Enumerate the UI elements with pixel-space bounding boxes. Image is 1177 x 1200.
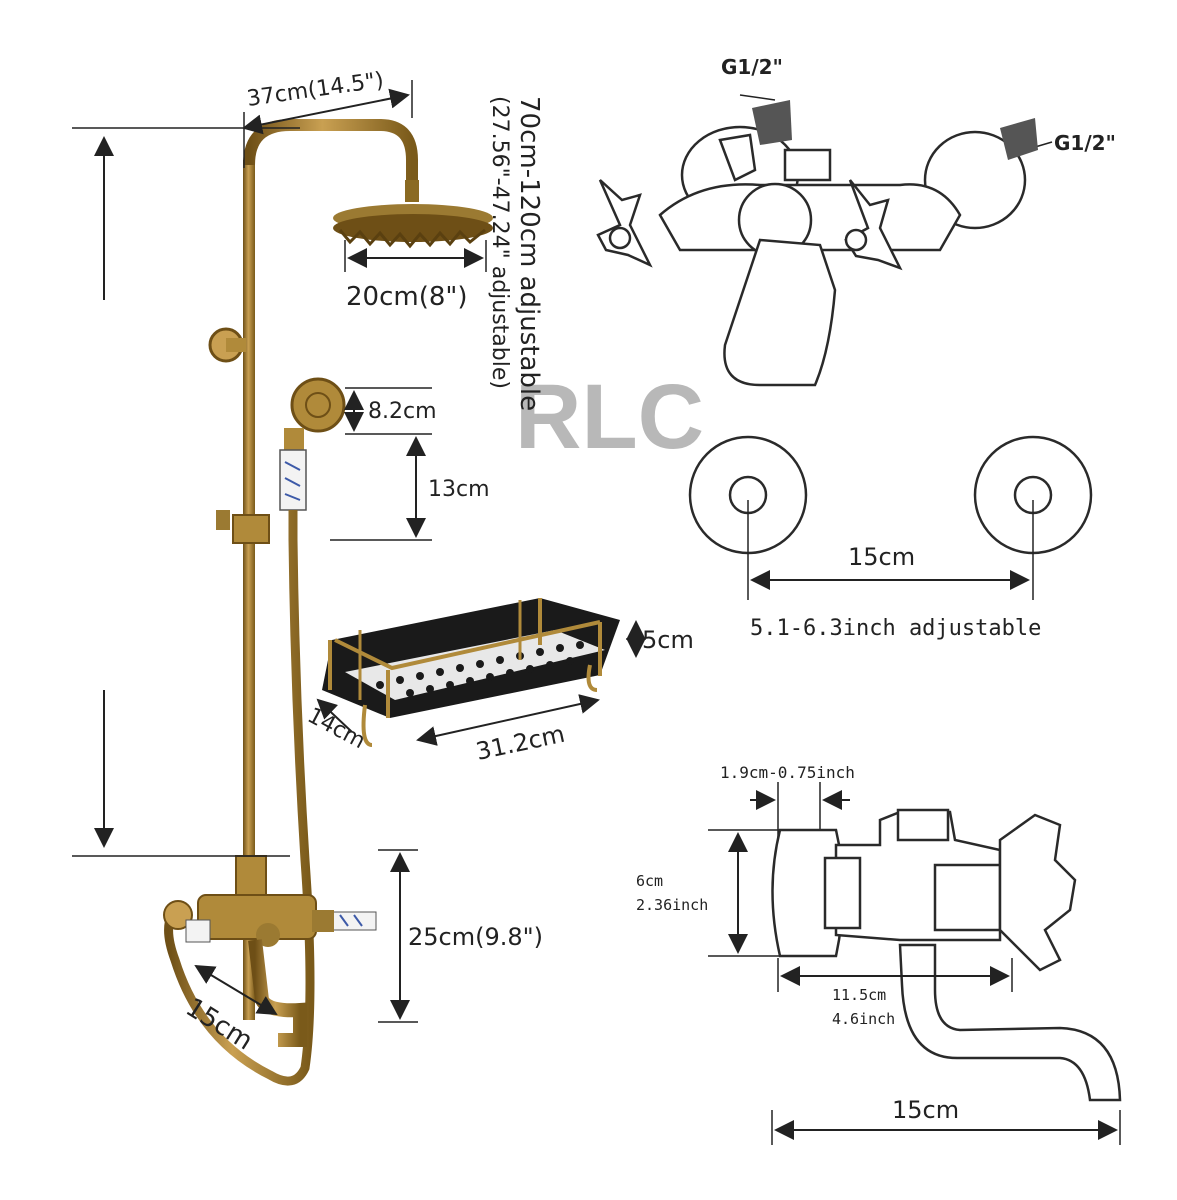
handshower-height-label: 13cm [428, 477, 490, 502]
dim-head-diameter: 20cm(8") [344, 240, 487, 312]
mixer-side-view: 1.9cm-0.75inch 6cm 2.36inch 11.5cm 4.6in… [636, 763, 1122, 1145]
arm-width-label: 37cm(14.5") [245, 68, 385, 112]
height-range-label: 70cm-120cm adjustable [514, 96, 544, 411]
dim-mixer-drop: 25cm(9.8") [378, 849, 543, 1023]
inlet-left-label: G1/2" [721, 55, 783, 79]
basket-length-label: 31.2cm [473, 720, 567, 766]
basket-height-label: 5cm [642, 626, 694, 654]
side-height-in-label: 2.36inch [636, 896, 708, 914]
mixer-sketch-top: G1/2" G1/2" [596, 55, 1116, 387]
handshower-diameter-label: 8.2cm [368, 399, 437, 424]
head-diameter-label: 20cm(8") [346, 282, 468, 312]
side-depth-label: 1.9cm-0.75inch [720, 763, 855, 782]
watermark-logo: RLC [515, 366, 704, 468]
side-length-cm-label: 11.5cm [832, 986, 886, 1004]
mixer-drop-label: 25cm(9.8") [408, 923, 543, 951]
dim-arm-width: 37cm(14.5") [242, 68, 413, 168]
dim-handshower: 8.2cm 13cm [330, 387, 490, 541]
basket-depth-label: 14cm [303, 703, 369, 754]
side-length-in-label: 4.6inch [832, 1010, 895, 1028]
flange-adjustable-label: 5.1-6.3inch adjustable [750, 616, 1041, 641]
dim-height-range: 70cm-120cm adjustable (27.56"-47.24" adj… [72, 96, 544, 857]
side-spout-label: 15cm [892, 1096, 959, 1124]
flange-distance-label: 15cm [848, 543, 915, 571]
shelf-basket [322, 598, 620, 747]
height-range-sub-label: (27.56"-47.24" adjustable) [487, 96, 512, 389]
side-height-cm-label: 6cm [636, 872, 663, 890]
inlet-right-label: G1/2" [1054, 131, 1116, 155]
flange-pair: 15cm 5.1-6.3inch adjustable [688, 435, 1093, 641]
